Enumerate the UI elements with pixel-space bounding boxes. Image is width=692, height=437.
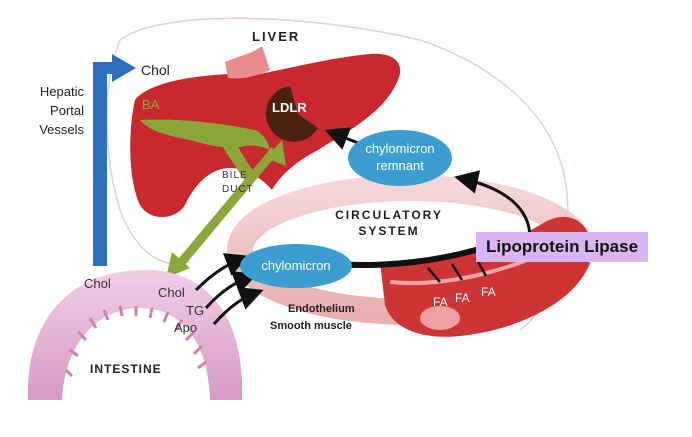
hepatic-portal-line-3: Vessels	[39, 122, 84, 137]
intestine-label: INTESTINE	[90, 362, 162, 376]
intestine-villi	[64, 305, 207, 378]
circulatory-line-2: SYSTEM	[358, 224, 420, 238]
smooth-muscle-label: Smooth muscle	[270, 320, 352, 332]
remnant-particle	[348, 130, 452, 186]
bile-duct-branch-2	[215, 132, 258, 182]
liver-label: LIVER	[252, 29, 301, 44]
liver-shape	[130, 53, 401, 218]
fa-label-2: FA	[455, 291, 470, 305]
hepatic-portal-vessel	[93, 66, 107, 266]
tg-arrow	[204, 271, 258, 309]
hepatic-portal-line-1: Hepatic	[39, 84, 84, 99]
chol-top-label: Chol	[141, 62, 170, 78]
vessel-opening	[420, 306, 460, 330]
vessel-to-remnant-arrow	[454, 170, 532, 239]
bile-arrowhead-bottom	[166, 252, 190, 278]
bile-duct-line-2: DUCT	[222, 184, 254, 195]
circulatory-line-1: CIRCULATORY	[335, 208, 443, 222]
ldlr-label: LDLR	[272, 100, 307, 115]
fa-label-1: FA	[433, 295, 448, 309]
tg-label: TG	[186, 303, 205, 318]
remnant-label-line-1: chylomicron	[365, 141, 435, 156]
lipase-arm	[450, 263, 464, 281]
remnant-label-line-2: remnant	[376, 158, 424, 173]
hepatic-portal-arrowhead	[112, 54, 136, 82]
apo-arrow	[212, 287, 264, 325]
bile-arrowhead-top	[266, 140, 286, 166]
intestine-lumen	[62, 308, 210, 400]
endothelium-label: Endothelium	[288, 303, 355, 315]
fa-label-3: FA	[481, 285, 496, 299]
lipase-arm	[427, 267, 441, 283]
lipoprotein-lipase-label: Lipoprotein Lipase	[476, 232, 648, 262]
chol-left-label: Chol	[158, 285, 185, 300]
bile-duct-line-1: BILE	[222, 170, 248, 181]
chylomicron-label: chylomicron	[261, 258, 331, 273]
bile-duct-branch	[140, 119, 270, 150]
hepatic-portal-line-2: Portal	[50, 103, 84, 118]
liver-fold	[225, 46, 270, 79]
apo-label: Apo	[174, 320, 198, 335]
hepatic-portal-vessel-top	[93, 62, 115, 74]
chol-arrow	[194, 253, 250, 292]
ba-label: BA	[142, 97, 160, 112]
bile-to-intestine-arrow	[176, 147, 279, 267]
chylomicron-particle	[240, 244, 352, 288]
ldlr-receptor	[265, 86, 318, 142]
chol-intestine-label: Chol	[84, 276, 111, 291]
